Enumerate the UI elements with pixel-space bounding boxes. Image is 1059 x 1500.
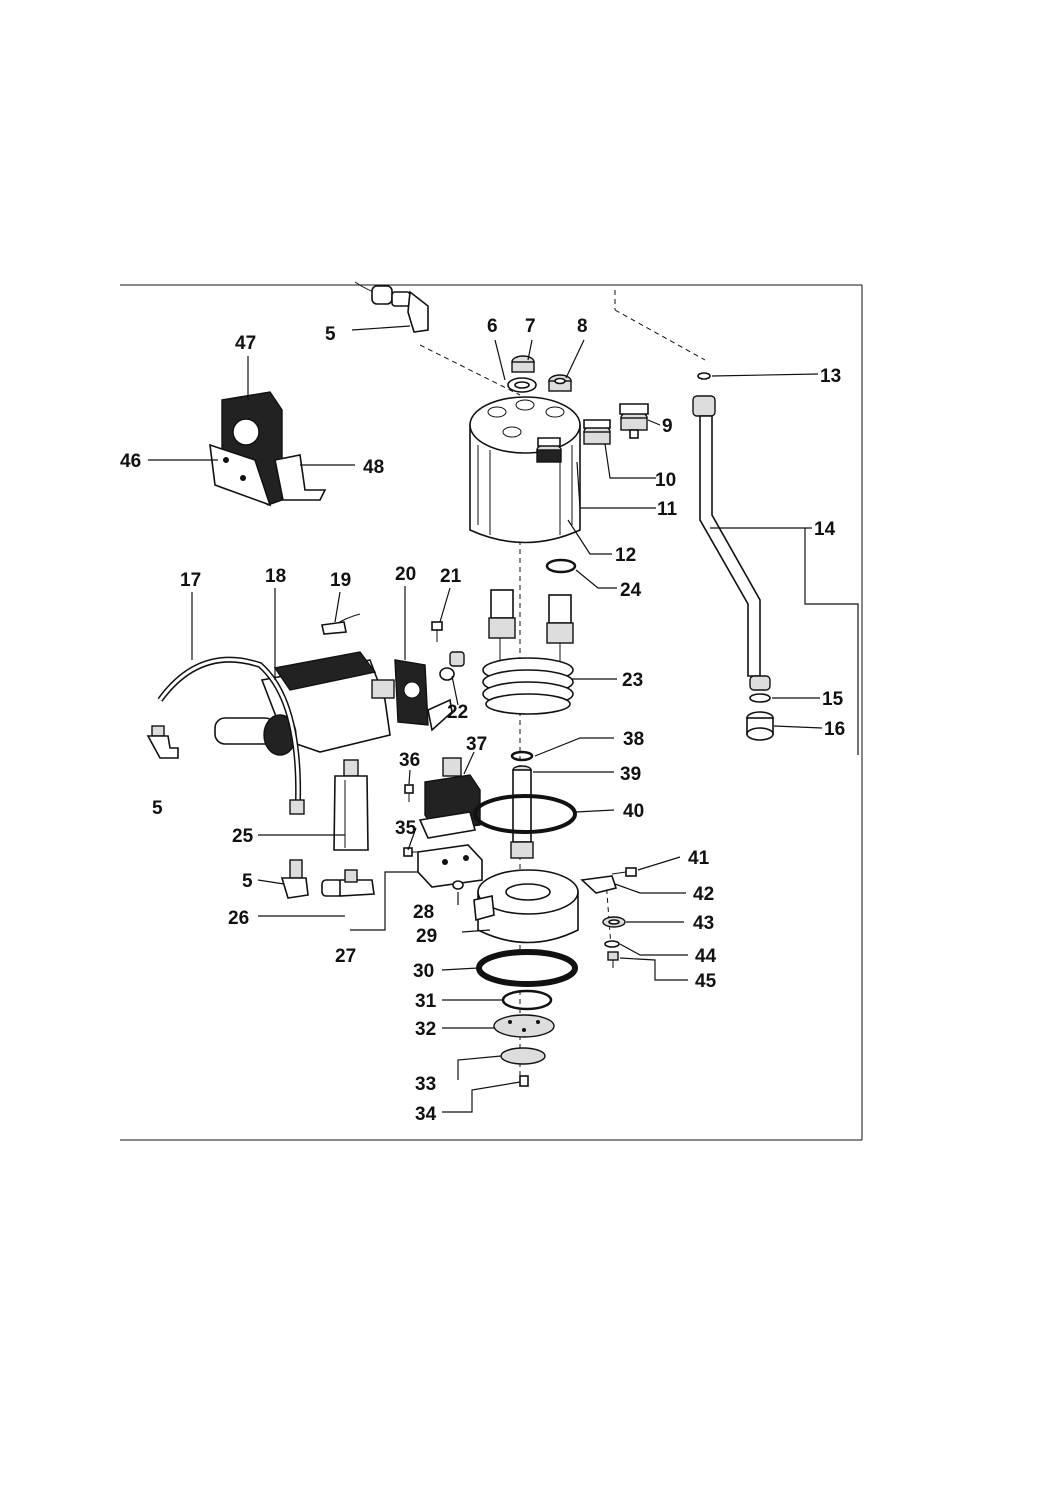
part-37-solenoid (418, 757, 481, 839)
label-part-14: 14 (814, 519, 836, 540)
label-part-16: 16 (824, 719, 845, 740)
part-26-tee-fitting (280, 859, 375, 899)
label-part-24: 24 (620, 580, 642, 601)
label-part-44: 44 (695, 946, 717, 967)
label-part-43: 43 (693, 913, 714, 934)
part-47-bracket (209, 391, 327, 507)
label-part-32: 32 (415, 1019, 436, 1040)
label-part-11: 11 (657, 499, 678, 520)
label-part-35: 35 (395, 818, 417, 839)
label-part-22: 22 (447, 702, 468, 723)
part-23-heating-element (482, 589, 574, 715)
part-34-screw (519, 1075, 529, 1087)
part-31-o-ring (501, 989, 553, 1011)
part-18-pump (214, 651, 395, 756)
part-42-bracket (580, 875, 618, 894)
label-part-5-middle: 5 (242, 871, 253, 892)
part-5-hose-elbow (354, 281, 429, 333)
label-part-41: 41 (688, 848, 710, 869)
part-39-tube (510, 765, 534, 859)
part-22-fitting (439, 651, 465, 681)
label-part-39: 39 (620, 764, 641, 785)
label-part-48: 48 (363, 457, 384, 478)
part-38-o-ring (510, 750, 534, 762)
label-part-8: 8 (577, 316, 588, 337)
part-32-shower-holder (493, 1014, 555, 1038)
part-12-boiler (469, 396, 581, 544)
label-part-13: 13 (820, 366, 841, 387)
part-43-washer (602, 916, 626, 928)
label-part-46: 46 (120, 451, 141, 472)
label-part-5-top: 5 (325, 324, 336, 345)
label-part-38: 38 (623, 729, 644, 750)
part-17-hose (157, 656, 305, 815)
label-part-20: 20 (395, 564, 416, 585)
label-part-19: 19 (330, 570, 351, 591)
label-part-25: 25 (232, 826, 254, 847)
label-part-28: 28 (413, 902, 434, 923)
part-labels: 5 6 7 8 9 10 11 12 13 14 15 16 17 18 19 … (120, 316, 845, 1125)
label-part-18: 18 (265, 566, 286, 587)
part-33-shower-screen (500, 1047, 546, 1065)
part-24-o-ring (545, 558, 577, 574)
part-20-mount (394, 659, 453, 732)
label-part-21: 21 (440, 566, 462, 587)
label-part-7: 7 (525, 316, 536, 337)
label-part-31: 31 (415, 991, 437, 1012)
part-44-washer (604, 940, 620, 948)
part-21-screw (431, 621, 443, 642)
leader-lines (148, 325, 859, 1113)
part-5-left-elbow (146, 725, 179, 759)
part-25-filter (333, 759, 369, 851)
label-part-9: 9 (662, 416, 673, 437)
part-36-screw (404, 784, 414, 802)
label-part-42: 42 (693, 884, 714, 905)
label-part-26: 26 (228, 908, 249, 929)
label-part-37: 37 (466, 734, 487, 755)
label-part-45: 45 (695, 971, 717, 992)
label-part-17: 17 (180, 570, 201, 591)
label-part-30: 30 (413, 961, 434, 982)
part-41-screw (611, 867, 637, 877)
parts-9-10-11-thermostats (536, 403, 649, 463)
scan-frame (120, 284, 863, 1141)
label-part-6: 6 (487, 316, 498, 337)
label-part-5-left: 5 (152, 798, 163, 819)
label-part-15: 15 (822, 689, 844, 710)
part-30-gasket (476, 949, 578, 987)
part-35-screw (403, 847, 420, 857)
parts-6-7-8-nuts (507, 355, 572, 393)
part-29-group-head (473, 869, 579, 944)
label-part-34: 34 (415, 1104, 437, 1125)
part-19-cable (321, 613, 361, 635)
part-28-valve-block (417, 844, 483, 890)
part-45-screw (607, 951, 619, 968)
label-part-12: 12 (615, 545, 636, 566)
label-part-47: 47 (235, 333, 256, 354)
label-part-36: 36 (399, 750, 420, 771)
label-part-40: 40 (623, 801, 644, 822)
label-part-29: 29 (416, 926, 437, 947)
label-part-10: 10 (655, 470, 676, 491)
parts-13-16-pipe (692, 372, 774, 741)
label-part-27: 27 (335, 946, 356, 967)
part-40-gasket (473, 794, 577, 834)
label-part-33: 33 (415, 1074, 436, 1095)
label-part-23: 23 (622, 670, 643, 691)
